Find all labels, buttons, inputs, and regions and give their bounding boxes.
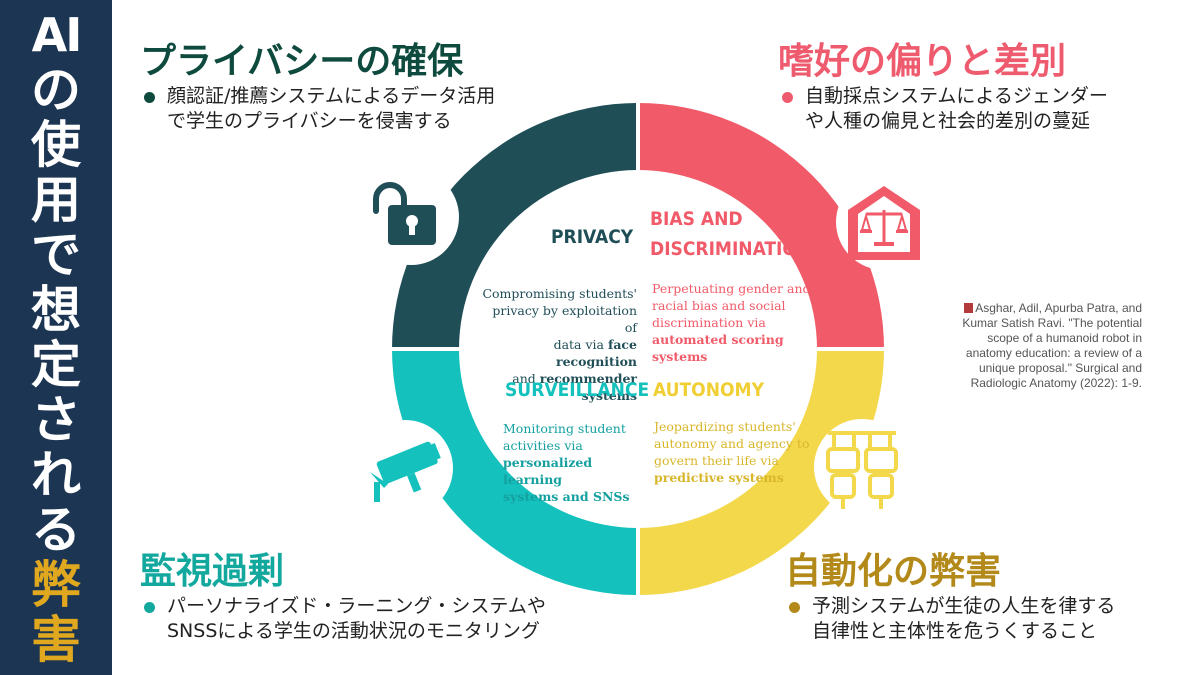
ring-segment-bias [638, 103, 884, 349]
citation: Asghar, Adil, Apurba Patra, and Kumar Sa… [962, 301, 1142, 390]
title-char: の [31, 61, 81, 119]
title-highlight-char: 弊 [31, 556, 81, 614]
title-char: 用 [31, 171, 81, 229]
bullet-dot [782, 92, 793, 103]
book-icon [964, 303, 974, 313]
surveillance-panel-title: 監視過剰 [140, 551, 285, 592]
title-char: AI [31, 8, 83, 62]
title-char: 使 [31, 116, 81, 174]
puppet-strings-icon [814, 419, 910, 515]
bias-panel-title: 嗜好の偏りと差別 [778, 41, 1067, 82]
security-camera-icon [357, 420, 453, 516]
title-char: る [31, 501, 81, 559]
privacy-quadrant-description: Compromising students' privacy by exploi… [482, 286, 637, 403]
bias-quadrant-title: BIAS AND DISCRIMINATION [650, 208, 812, 260]
vertical-title: AI の 使 用 で 想 定 さ れ る 弊 害 [0, 8, 112, 668]
surveillance-quadrant-title: SURVEILLANCE [505, 379, 650, 401]
autonomy-panel: 自動化の弊害 予測システムが生徒の人生を律する自律性と主体性を危うくすること [785, 550, 1115, 644]
title-char: れ [31, 446, 81, 504]
privacy-panel: プライバシーの確保 顔認証/推薦システムによるデータ活用で学生のプライバシーを侵… [140, 40, 495, 134]
ring-segment-privacy [392, 103, 638, 349]
autonomy-panel-body: 予測システムが生徒の人生を律する自律性と主体性を危うくすること [785, 594, 1115, 644]
sidebar-banner: AI の 使 用 で 想 定 さ れ る 弊 害 [0, 0, 112, 675]
scales-of-justice-icon [836, 174, 932, 270]
bullet-dot [144, 602, 155, 613]
autonomy-panel-title: 自動化の弊害 [785, 551, 1002, 592]
privacy-quadrant-title: PRIVACY [551, 226, 634, 248]
bias-panel: 嗜好の偏りと差別 自動採点システムによるジェンダーや人種の偏見と社会的差別の蔓延 [778, 40, 1108, 134]
bullet-dot [789, 602, 800, 613]
title-highlight-char: 害 [31, 611, 81, 669]
bullet-dot [144, 92, 155, 103]
surveillance-quadrant-description: Monitoring student activities via person… [503, 421, 630, 504]
privacy-panel-title: プライバシーの確保 [140, 41, 464, 82]
privacy-panel-body: 顔認証/推薦システムによるデータ活用で学生のプライバシーを侵害する [140, 84, 495, 134]
ring-segment-autonomy [638, 349, 884, 595]
bias-quadrant-description: Perpetuating gender and racial bias and … [652, 281, 811, 364]
title-char: さ [31, 391, 81, 449]
bias-panel-body: 自動採点システムによるジェンダーや人種の偏見と社会的差別の蔓延 [778, 84, 1108, 134]
ring-segment-surveillance [392, 349, 638, 595]
title-char: 想 [31, 281, 81, 339]
autonomy-quadrant-title: AUTONOMY [653, 379, 764, 401]
title-char: で [31, 226, 81, 284]
autonomy-quadrant-description: Jeopardizing students' autonomy and agen… [654, 419, 810, 485]
unlocked-padlock-icon [363, 169, 459, 265]
title-char: 定 [31, 336, 81, 394]
